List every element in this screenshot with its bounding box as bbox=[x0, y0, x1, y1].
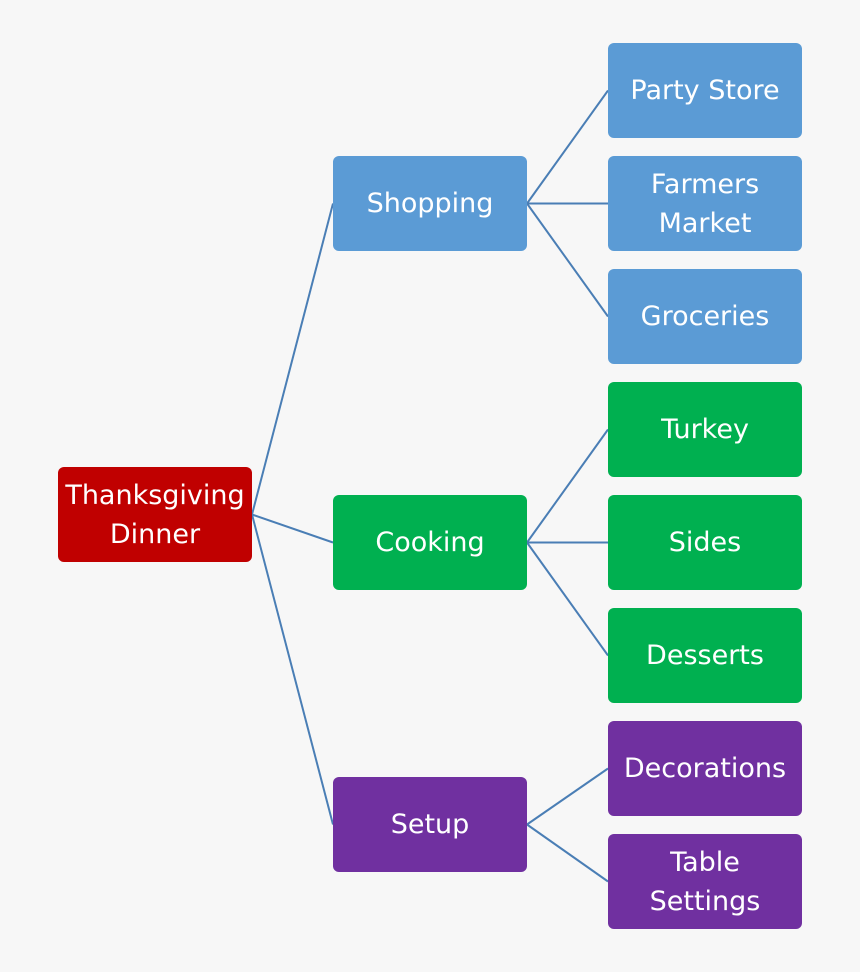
leaf-node-decorations: Decorations bbox=[608, 721, 802, 816]
connector-cooking-to-desserts bbox=[526, 541, 609, 657]
leaf-node-party-store: Party Store bbox=[608, 43, 802, 138]
connector-setup-to-decorations bbox=[526, 767, 609, 826]
connector-shopping-to-party-store bbox=[526, 89, 609, 205]
connector-cooking-to-turkey bbox=[526, 428, 609, 544]
leaf-node-turkey: Turkey bbox=[608, 382, 802, 477]
connector-thanksgiving-dinner-to-shopping bbox=[251, 203, 334, 515]
leaf-node-sides: Sides bbox=[608, 495, 802, 590]
branch-node-shopping: Shopping bbox=[333, 156, 527, 251]
leaf-node-desserts: Desserts bbox=[608, 608, 802, 703]
connector-thanksgiving-dinner-to-cooking bbox=[251, 513, 334, 544]
connector-thanksgiving-dinner-to-setup bbox=[251, 514, 334, 825]
connector-setup-to-table-settings bbox=[526, 823, 609, 883]
leaf-node-farmers-market: Farmers Market bbox=[608, 156, 802, 251]
connector-shopping-to-groceries bbox=[526, 202, 609, 318]
leaf-node-table-settings: Table Settings bbox=[608, 834, 802, 929]
branch-node-setup: Setup bbox=[333, 777, 527, 872]
leaf-node-groceries: Groceries bbox=[608, 269, 802, 364]
root-node-thanksgiving-dinner: Thanksgiving Dinner bbox=[58, 467, 252, 562]
connector-group bbox=[251, 89, 609, 883]
branch-node-cooking: Cooking bbox=[333, 495, 527, 590]
